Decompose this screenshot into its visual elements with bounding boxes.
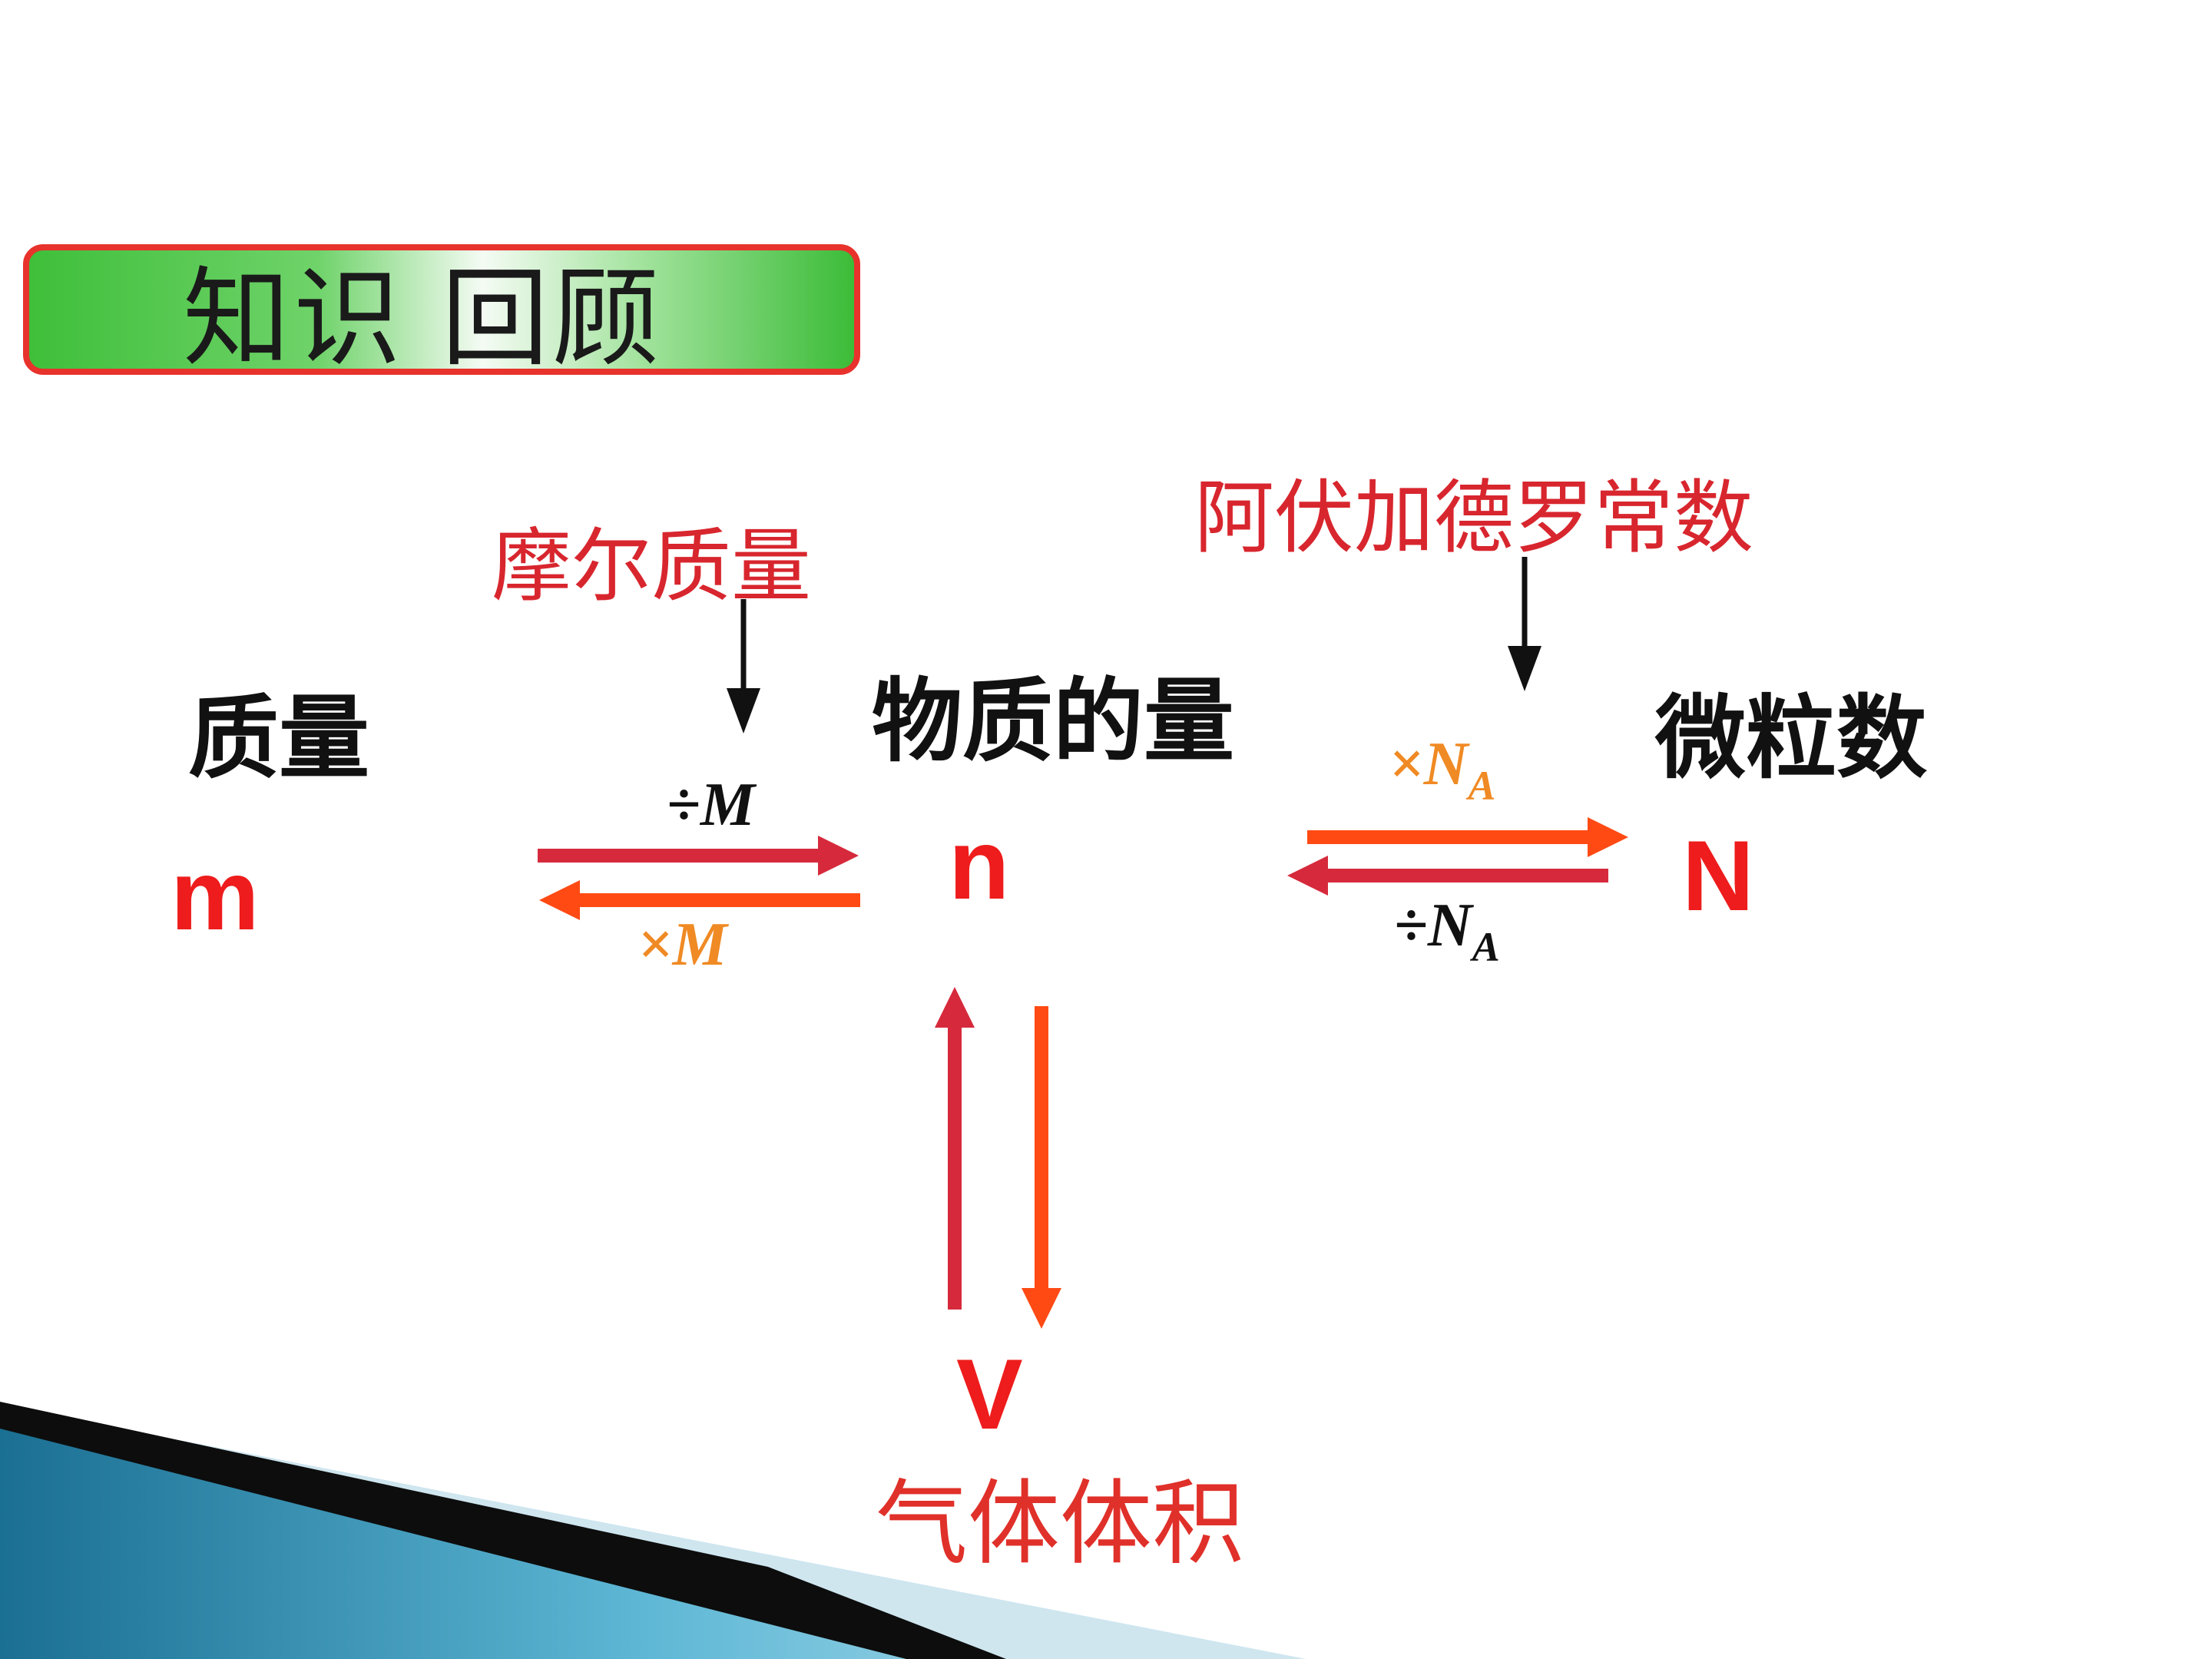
mass-symbol: m <box>171 839 260 951</box>
amount-of-substance-name: 物质的量 <box>872 667 1235 774</box>
arrow-n-to-m <box>539 880 860 920</box>
op-times-molar-mass: ×M <box>637 914 727 975</box>
arrow-n-to-V <box>1022 1006 1061 1329</box>
volume-symbol: V <box>956 1338 1023 1450</box>
particle-symbol: N <box>1682 820 1754 932</box>
op-sign: ÷ <box>667 771 700 839</box>
amount-symbol: n <box>949 808 1010 920</box>
avogadro-constant-label: 阿伏加德罗常数 <box>1194 471 1754 565</box>
op-sign: ÷ <box>1394 892 1428 959</box>
pointer-avogadro <box>1508 557 1541 691</box>
op-divide-avogadro: ÷NA <box>1394 895 1500 968</box>
molar-mass-label: 摩尔质量 <box>492 519 812 613</box>
gas-volume-name: 气体体积 <box>876 1471 1244 1578</box>
slide-title: 知识 回顾 <box>183 257 663 382</box>
op-sign: × <box>1389 730 1424 798</box>
op-divide-molar-mass: ÷M <box>667 774 755 836</box>
op-var: M <box>700 771 756 839</box>
arrow-N-to-n <box>1287 856 1608 896</box>
pointer-molar-mass <box>727 599 760 733</box>
arrow-V-to-n <box>935 987 975 1310</box>
op-times-avogadro: ×NA <box>1389 733 1495 806</box>
op-var: N <box>1427 892 1472 959</box>
op-sign: × <box>637 911 673 979</box>
op-sub: A <box>1472 924 1500 970</box>
corner-swoosh <box>0 1402 1306 1659</box>
op-var: M <box>672 911 727 979</box>
arrow-n-to-N <box>1307 817 1628 857</box>
op-var: N <box>1423 730 1469 798</box>
op-sub: A <box>1468 763 1496 809</box>
arrow-m-to-n <box>538 836 859 876</box>
title-banner: 知识 回顾 <box>23 244 860 382</box>
mass-name: 质量 <box>188 684 370 791</box>
particle-number-name: 微粒数 <box>1655 684 1928 791</box>
